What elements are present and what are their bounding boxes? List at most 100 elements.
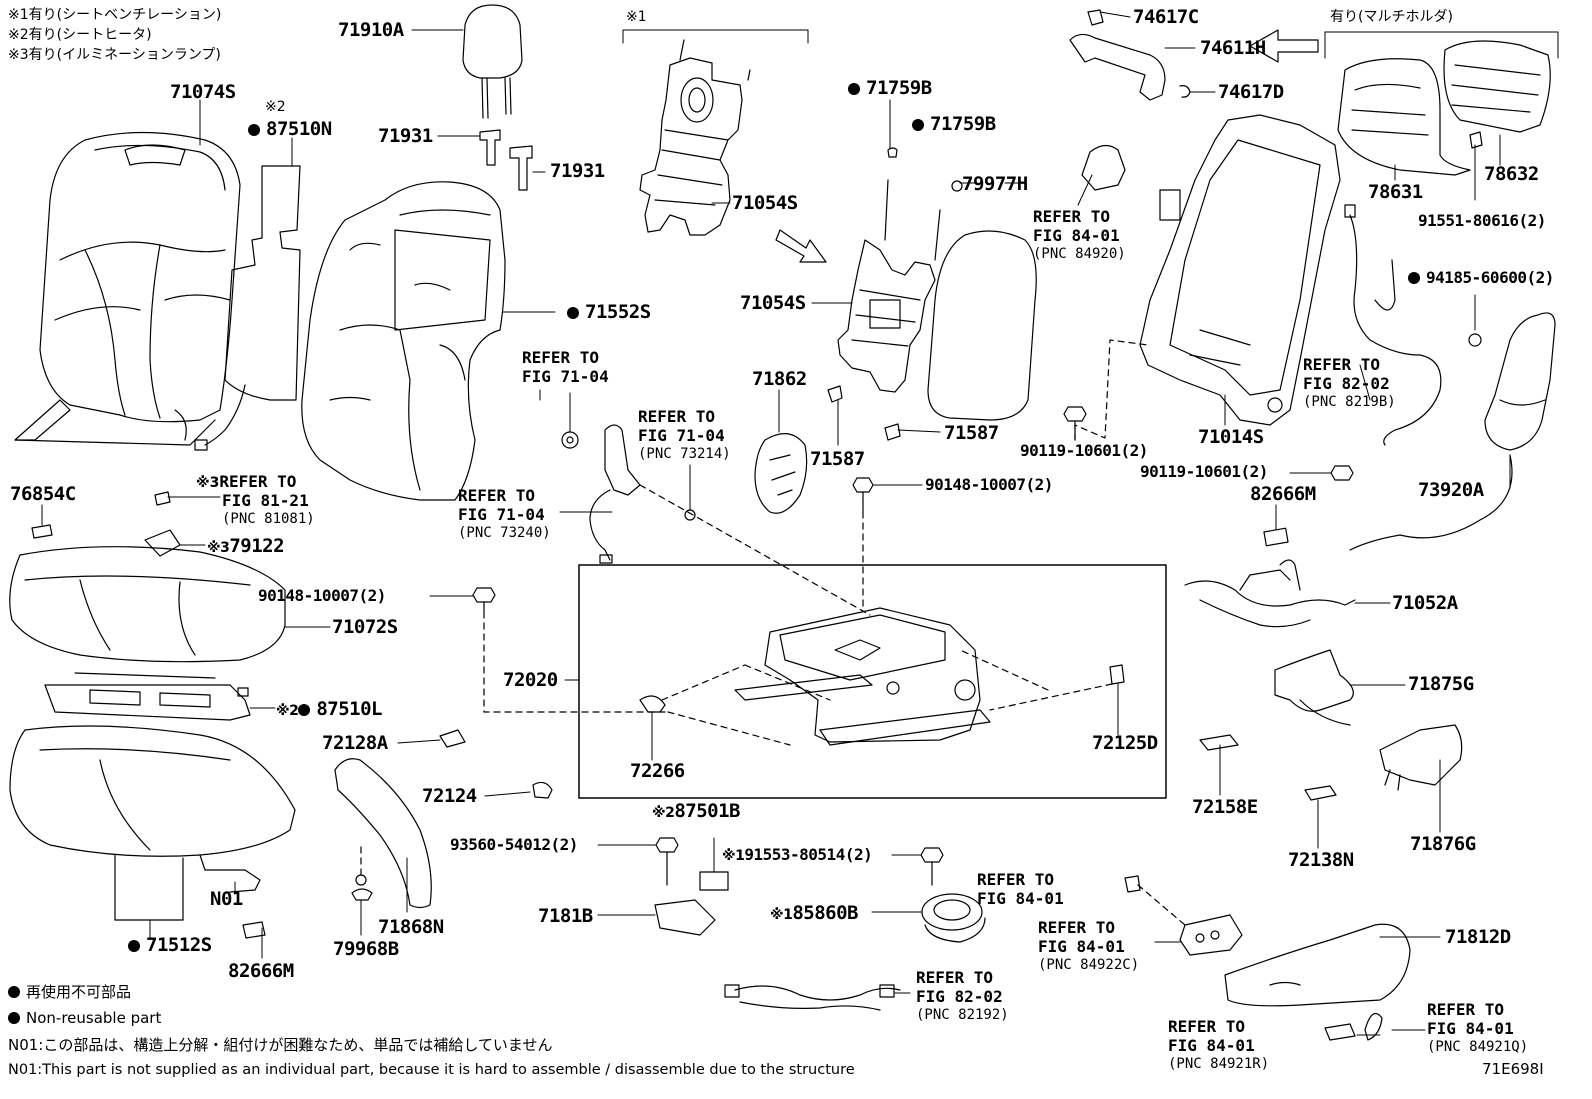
mark-m3-79122: ※3 (207, 540, 230, 556)
refer-line2: FIG 84-01 (1168, 1036, 1255, 1055)
refer-line1: REFER TO (219, 472, 297, 491)
part-74611H: 74611H (1200, 37, 1266, 59)
non-reusable-dot-icon (298, 704, 311, 716)
part-72128A: 72128A (322, 732, 388, 754)
headrest-drawing (462, 4, 523, 119)
non-reusable-dot-icon (8, 986, 20, 998)
part-79968B: 79968B (333, 938, 399, 960)
seatback-cover-drawing (14, 131, 241, 446)
part-72266: 72266 (630, 760, 685, 782)
multi-holder-drawing (1337, 40, 1551, 176)
part-87510N: 87510N (248, 120, 332, 139)
part-71868N: 71868N (378, 916, 444, 938)
refer-line2: FIG 84-01 (977, 889, 1064, 908)
part-71931-b: 71931 (550, 160, 605, 182)
mark-m1-top: ※1 (626, 9, 647, 25)
refer-line1: REFER TO (1427, 1000, 1505, 1019)
part-78632: 78632 (1484, 163, 1539, 185)
part-93560: 93560-54012(2) (450, 835, 578, 854)
refer-line1: REFER TO (1038, 918, 1116, 937)
refer-pnc: (PNC 84921Q) (1427, 1039, 1529, 1055)
heater-harness-drawing (1344, 204, 1442, 446)
seat-lower-parts-drawing (654, 837, 729, 936)
arrow-right-down-icon (775, 229, 827, 263)
part-90148-lower: 90148-10007(2) (258, 586, 386, 605)
part-N01: N01 (210, 888, 243, 910)
refer-line2: FIG 82-02 (916, 987, 1003, 1006)
part-72124: 72124 (422, 785, 477, 807)
refer-line1: REFER TO (1303, 355, 1381, 374)
part-90119-b: 90119-10601(2) (1140, 462, 1268, 481)
clips-71587-drawing (827, 385, 901, 441)
refer-line2: FIG 84-01 (1033, 226, 1120, 245)
part-71759B-b-text: 71759B (930, 113, 996, 135)
cushion-side-cover-drawing (334, 758, 432, 909)
part-72125D: 72125D (1092, 732, 1158, 754)
vent-frame-upper-drawing (639, 39, 751, 236)
refer-pnc: (PNC 73240) (458, 525, 551, 541)
seat-cushion-shield-drawing (1224, 923, 1411, 1007)
refer-line1: REFER TO (1033, 207, 1111, 226)
small-clips-left-drawing (351, 729, 553, 901)
arrow-left-outline-icon (1249, 29, 1319, 63)
lumbar-support-drawing (1349, 312, 1556, 551)
seatback-pad-drawing (301, 181, 506, 501)
part-74617C: 74617C (1133, 6, 1199, 28)
refer-pnc: (PNC 82192) (916, 1007, 1009, 1023)
refer-line2: FIG 81-21 (222, 491, 309, 510)
part-79977H: 79977H (962, 173, 1028, 195)
legend-en-text: Non-reusable part (26, 1009, 162, 1027)
seat-cushion-side-cover-drawing (1274, 649, 1354, 726)
part-72020: 72020 (503, 669, 558, 691)
mark-m2-heater: ※2 (265, 99, 286, 115)
refer-pnc: (PNC 84922C) (1038, 957, 1140, 973)
memory-switch-drawing (1081, 144, 1126, 191)
refer-line1: REFER TO (522, 348, 600, 367)
seat-wire-harness-drawing (1184, 527, 1356, 628)
seat-cushion-cover-drawing (9, 546, 286, 663)
part-79122-text: 79122 (229, 535, 285, 557)
vent-frame-lower-drawing (837, 147, 941, 393)
n01-note-en: N01:This part is not supplied as an indi… (8, 1062, 855, 1078)
legend-jp: 再使用不可部品 (8, 985, 131, 1000)
part-71054S-upper: 71054S (732, 192, 798, 214)
part-91553: ※191553-80514(2) (722, 847, 873, 864)
non-reusable-dot-icon (1408, 272, 1420, 284)
cushion-heater-drawing (44, 672, 251, 721)
mark-m1-91553: ※1 (722, 848, 745, 864)
non-reusable-dot-icon (128, 940, 140, 952)
note-2: ※2有り(シートヒータ) (8, 27, 152, 43)
part-82666M-left: 82666M (228, 960, 294, 982)
refer-line1: REFER TO (1168, 1017, 1246, 1036)
small-switch-covers-drawing (1324, 1012, 1383, 1041)
refer-line2: FIG 82-02 (1303, 374, 1390, 393)
part-71759B-a: 71759B (848, 79, 932, 98)
part-90119-a: 90119-10601(2) (1020, 441, 1148, 460)
refer-line2: FIG 71-04 (458, 505, 545, 524)
part-71587-a: 71587 (810, 448, 865, 470)
part-78631: 78631 (1368, 181, 1423, 203)
part-87510L-text: 87510L (316, 698, 382, 720)
bolt-90148-lower-drawing (472, 587, 496, 613)
refer-line2: FIG 71-04 (638, 426, 725, 445)
part-71931-a: 71931 (378, 125, 433, 147)
part-94185: 94185-60600(2) (1408, 270, 1554, 286)
refer-pnc: (PNC 84920) (1033, 246, 1126, 262)
part-71862: 71862 (752, 368, 807, 390)
part-71072S: 71072S (332, 616, 398, 638)
legend-en: Non-reusable part (8, 1011, 161, 1026)
part-7181B: 7181B (538, 905, 593, 927)
lumbar-switch-drawing (561, 424, 696, 564)
